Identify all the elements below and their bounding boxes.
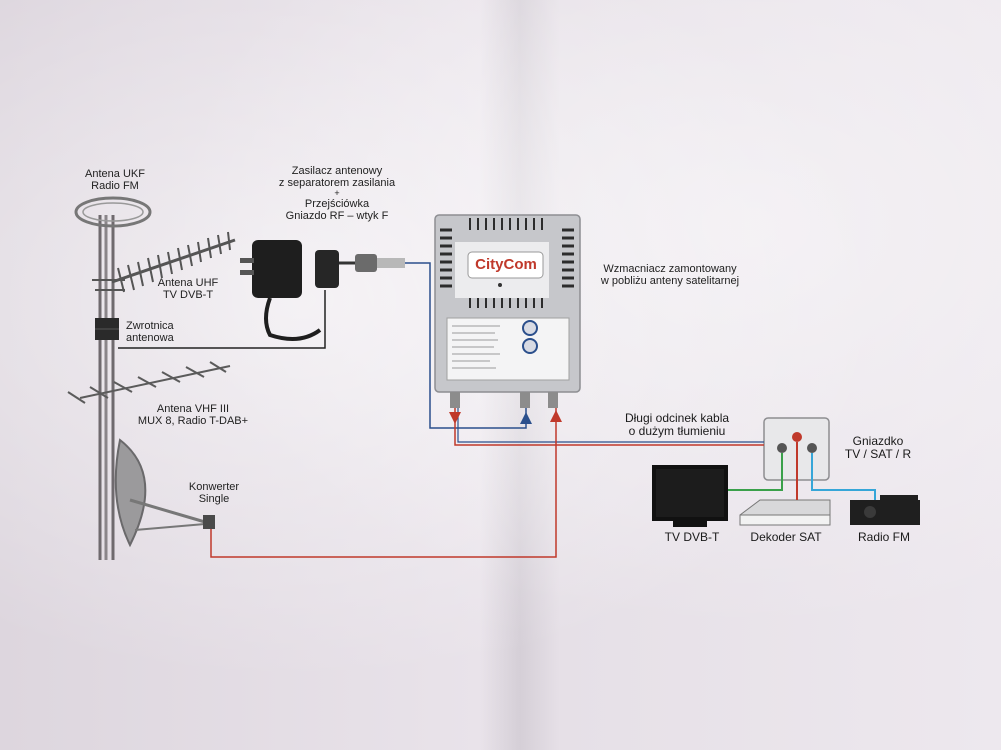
label-line: MUX 8, Radio T-DAB+ bbox=[137, 415, 249, 427]
cable-socket-to-tv bbox=[728, 453, 783, 491]
label-line: z separatorem zasilania bbox=[278, 177, 396, 189]
satellite-dish-icon bbox=[114, 438, 215, 548]
power-supply-icon bbox=[240, 240, 322, 341]
arrow-up-icon bbox=[520, 412, 532, 424]
label-line: Gniazdo RF – wtyk F bbox=[285, 210, 389, 222]
label-decoder: Dekoder SAT bbox=[750, 530, 822, 544]
arrow-down-icon bbox=[449, 412, 461, 424]
label-line: antenowa bbox=[126, 332, 174, 344]
label-line: w pobliżu anteny satelitarnej bbox=[600, 275, 740, 287]
label-line: Wzmacniacz zamontowany bbox=[603, 263, 737, 275]
label-antenna-ukf: Antena UKF Radio FM bbox=[75, 168, 155, 192]
label-combiner: Zwrotnica antenowa bbox=[126, 320, 206, 344]
label-line: Konwerter bbox=[188, 481, 240, 493]
label-line: Radio FM bbox=[91, 180, 139, 192]
label-line: Zwrotnica bbox=[126, 320, 174, 332]
label-converter: Konwerter Single bbox=[180, 481, 248, 505]
label-amplifier-note: Wzmacniacz zamontowany w pobliżu anteny … bbox=[585, 263, 755, 287]
label-antenna-vhf: Antena VHF III MUX 8, Radio T-DAB+ bbox=[128, 403, 258, 427]
label-power-supply: Zasilacz antenowy z separatorem zasilani… bbox=[262, 165, 412, 222]
label-line: Długi odcinek kabla bbox=[624, 411, 730, 425]
label-line: Antena VHF III bbox=[156, 403, 230, 415]
cable-converter-to-amplifier bbox=[210, 408, 557, 558]
rf-adapter-icon bbox=[315, 250, 405, 288]
amplifier-brand: CityCom bbox=[475, 256, 537, 273]
cable-socket-to-radio bbox=[811, 453, 876, 500]
uhf-yagi-antenna-icon bbox=[92, 231, 236, 293]
fm-ring-antenna-icon bbox=[74, 196, 152, 228]
combiner-box-icon bbox=[95, 318, 119, 340]
label-line: Antena UHF bbox=[157, 277, 219, 289]
vhf-antenna-icon bbox=[67, 361, 231, 404]
amplifier-device bbox=[434, 214, 581, 408]
label-line: o dużym tłumieniu bbox=[628, 424, 726, 438]
label-tv: TV DVB-T bbox=[664, 530, 720, 544]
arrow-up-icon bbox=[550, 410, 562, 422]
label-line: Gniazdko bbox=[852, 434, 904, 448]
label-cable-note: Długi odcinek kabla o dużym tłumieniu bbox=[612, 412, 742, 438]
radio-icon bbox=[850, 495, 920, 525]
label-antenna-uhf: Antena UHF TV DVB-T bbox=[148, 277, 228, 301]
label-line: Single bbox=[198, 493, 230, 505]
label-line: TV / SAT / R bbox=[844, 447, 912, 461]
label-line: Przejściówka bbox=[304, 198, 370, 210]
label-radio: Radio FM bbox=[857, 530, 910, 544]
label-line: + bbox=[334, 188, 340, 198]
label-line: Zasilacz antenowy bbox=[291, 165, 383, 177]
cable-combiner-to-psu bbox=[118, 290, 326, 349]
tv-icon bbox=[652, 465, 728, 527]
label-wall-socket: Gniazdko TV / SAT / R bbox=[833, 435, 923, 461]
decoder-icon bbox=[739, 499, 831, 526]
label-line: TV DVB-T bbox=[162, 289, 214, 301]
label-line: Antena UKF bbox=[85, 168, 145, 180]
antenna-mast bbox=[98, 215, 115, 560]
